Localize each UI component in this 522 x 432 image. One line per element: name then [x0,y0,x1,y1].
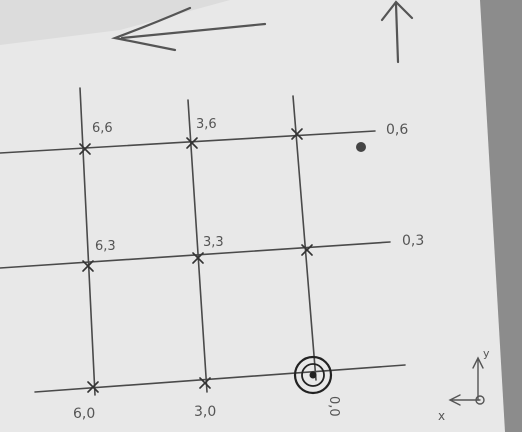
grid-line-row-bottom [34,364,406,393]
filled-dot-marker [356,142,366,152]
grid-line-col-middle [187,99,208,393]
paper-top-shade [0,0,230,45]
axis-y-arrowhead [472,356,484,369]
node-mid-middle [192,252,204,264]
axis-x-arrowhead [448,394,461,406]
node-top-left [79,143,91,155]
label-top-middle: 3,6 [196,117,217,132]
grid-line-col-right [292,95,317,381]
label-top-right: 0,6 [386,122,408,138]
axis-indicator [448,356,485,406]
paper-edge-shadow [480,0,522,432]
node-bottom-left [87,381,99,393]
axis-origin-circle [475,395,485,405]
up-arrow-icon [380,0,414,64]
label-mid-middle: 3,3 [203,235,224,250]
grid-line-col-left [79,87,96,396]
grid-line-row-top [0,130,376,154]
node-top-middle [186,137,198,149]
axis-x-label: x [438,409,445,423]
label-mid-right: 0,3 [402,233,424,249]
left-arrow-icon [110,6,267,52]
origin-double-circle [293,355,333,395]
node-top-right [291,128,303,140]
axis-y-label: y [483,347,490,360]
node-mid-left [82,260,94,272]
label-bottom-left: 6,0 [73,406,95,422]
label-top-left: 6,6 [92,121,113,136]
node-bottom-middle [199,377,211,389]
node-mid-right [301,244,313,256]
label-mid-left: 6,3 [95,239,116,254]
label-bottom-right: 0,0 [326,396,341,417]
label-bottom-middle: 3,0 [194,404,216,420]
